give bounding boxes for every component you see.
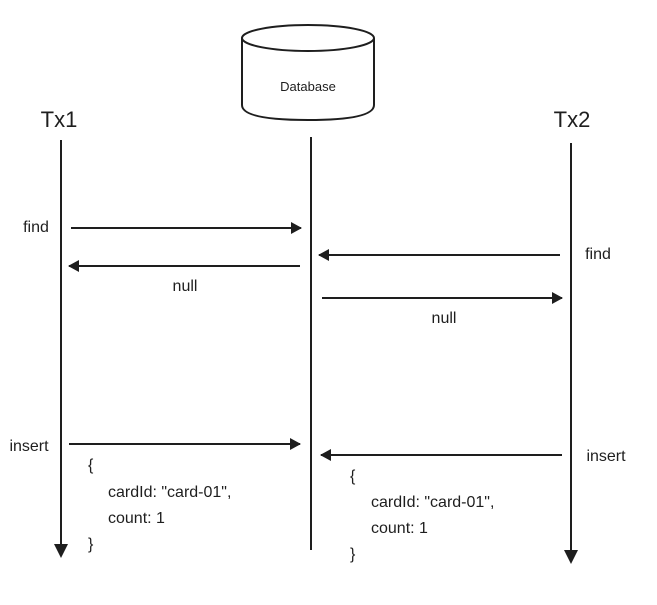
tx1-payload-open: { (88, 457, 94, 474)
tx1-title: Tx1 (41, 107, 78, 132)
tx2-title: Tx2 (554, 107, 591, 132)
tx2-insert-label: insert (586, 448, 626, 465)
tx2-payload-line1: cardId: "card-01", (371, 494, 494, 511)
tx1-payload-line2: count: 1 (108, 510, 165, 527)
database-label: Database (280, 79, 336, 94)
tx1-insert-label: insert (9, 438, 49, 455)
tx2-find-label: find (585, 246, 611, 263)
tx2-payload: { cardId: "card-01", count: 1 } (350, 468, 494, 563)
tx1-payload-close: } (88, 536, 94, 553)
tx2-null-label: null (432, 310, 457, 327)
tx1-payload-line1: cardId: "card-01", (108, 484, 231, 501)
tx2-payload-close: } (350, 546, 356, 563)
tx2-payload-open: { (350, 468, 356, 485)
tx1-null-label: null (173, 278, 198, 295)
database-cylinder: Database (241, 24, 375, 122)
tx1-payload: { cardId: "card-01", count: 1 } (88, 457, 231, 553)
tx1-find-label: find (23, 219, 49, 236)
tx2-payload-line2: count: 1 (371, 520, 428, 537)
